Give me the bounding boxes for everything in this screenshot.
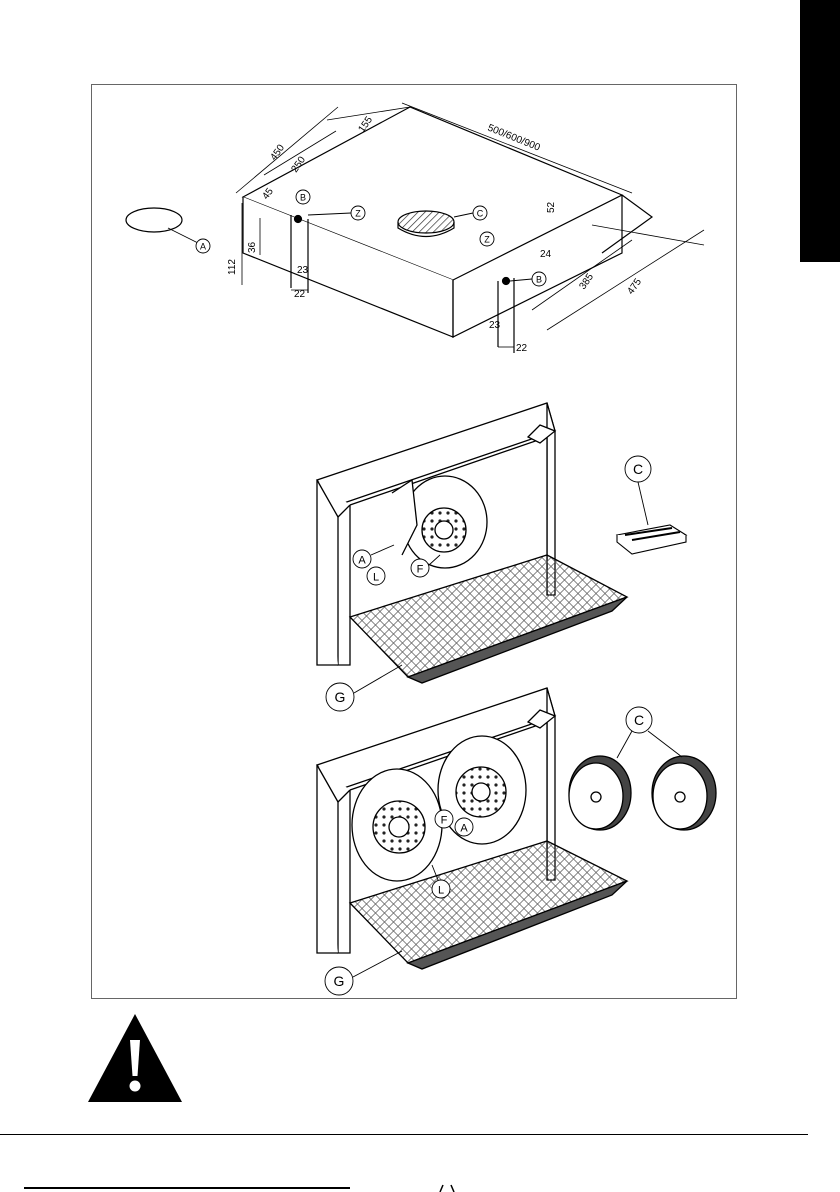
callout-top-z2: Z — [484, 235, 490, 245]
callout-mid-c: C — [633, 461, 643, 477]
language-tab — [800, 0, 840, 262]
dim-450: 450 — [268, 142, 287, 162]
callout-bot-c: C — [634, 712, 644, 728]
callout-bot-l: L — [438, 885, 444, 897]
single-fan-hood — [317, 403, 627, 683]
callout-top-c: C — [477, 209, 484, 219]
warning-triangle-icon — [86, 1012, 184, 1104]
callout-top-b1: B — [300, 193, 306, 203]
footer-mark — [438, 1182, 456, 1192]
callout-bot-a: A — [460, 823, 468, 835]
figure-frame: 450 155 250 500/600/900 45 36 112 23 22 … — [91, 84, 737, 999]
installation-diagram: 450 155 250 500/600/900 45 36 112 23 22 … — [92, 85, 738, 1000]
callout-mid-f: F — [417, 564, 424, 576]
footer-line — [24, 1187, 350, 1189]
dim-24: 24 — [540, 249, 552, 260]
carbon-filter-cassette — [617, 525, 686, 554]
round-carbon-filters — [569, 756, 716, 830]
bottom-rule — [0, 1134, 808, 1135]
callout-bot-f: F — [441, 815, 448, 827]
dim-22b: 22 — [516, 343, 528, 354]
dim-23a: 23 — [297, 265, 309, 276]
callout-top-b2: B — [536, 275, 542, 285]
callout-bot-g: G — [334, 973, 345, 989]
dim-36: 36 — [247, 241, 258, 253]
callout-mid-a: A — [358, 555, 366, 567]
callout-top-z1: Z — [355, 209, 361, 219]
dim-112: 112 — [227, 259, 238, 275]
callout-mid-l: L — [373, 572, 379, 584]
dim-22a: 22 — [294, 289, 306, 300]
callout-top-a: A — [200, 242, 206, 252]
dim-23b: 23 — [489, 320, 501, 331]
callout-mid-g: G — [335, 689, 346, 705]
dim-475: 475 — [625, 276, 644, 296]
hood-dimension-drawing — [126, 103, 704, 353]
dim-52: 52 — [546, 201, 557, 213]
dim-385: 385 — [577, 271, 596, 291]
